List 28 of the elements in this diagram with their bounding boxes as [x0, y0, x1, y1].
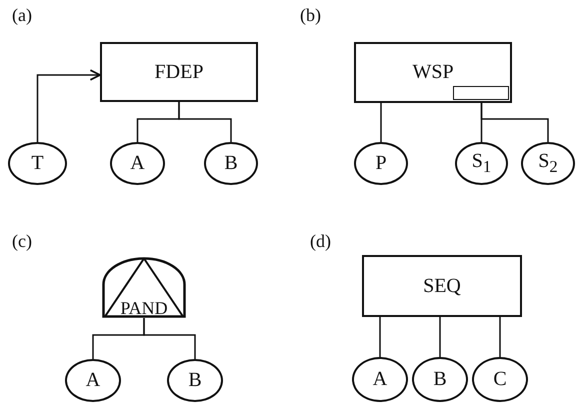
event-circle: A	[352, 357, 408, 402]
arrow	[36, 69, 101, 142]
connector-line	[178, 102, 232, 142]
panel-label: (a)	[12, 6, 32, 24]
panel-label: (c)	[12, 232, 32, 250]
connector-line	[439, 317, 441, 357]
event-circle: B	[204, 142, 258, 185]
event-circle: S$_{2}$	[521, 142, 575, 185]
event-circle: S$_{1}$	[455, 142, 508, 185]
gate-box: WSP	[354, 42, 512, 103]
event-circle: A	[65, 359, 121, 402]
connector-line	[143, 318, 196, 359]
pand-gate: PAND	[102, 257, 186, 318]
connector-line	[480, 100, 549, 142]
gate-box: FDEP	[100, 42, 258, 102]
inner-box	[453, 86, 509, 100]
event-circle: B	[412, 357, 468, 402]
gate-box: SEQ	[362, 255, 522, 317]
panel-label: (b)	[300, 6, 321, 24]
event-circle: B	[167, 359, 223, 402]
connector-line	[379, 317, 381, 357]
event-circle: A	[110, 142, 165, 185]
connector-line	[380, 103, 382, 142]
connector-line	[499, 317, 501, 357]
panel-label: (d)	[310, 232, 331, 250]
event-circle: P	[354, 142, 408, 185]
event-circle: T	[8, 142, 67, 185]
event-circle: C	[472, 357, 528, 402]
